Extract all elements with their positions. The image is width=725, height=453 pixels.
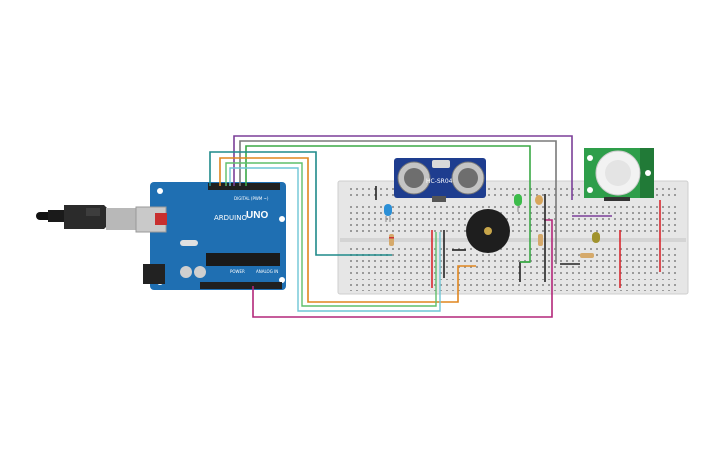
led-green[interactable] xyxy=(514,194,522,212)
led-yellow[interactable] xyxy=(592,232,600,243)
ultrasonic-model: HC-SR04 xyxy=(426,178,453,185)
wire-lightblue xyxy=(229,167,441,312)
arduino-digital-label: DIGITAL (PWM ~) xyxy=(234,196,269,201)
breadboard xyxy=(337,180,689,295)
arduino-analog-label: ANALOG IN xyxy=(256,269,278,274)
wire-lightgreen xyxy=(225,162,437,307)
arduino-brand: ARDUINO xyxy=(214,214,247,222)
arduino-uno-board[interactable]: ARDUINO UNO DIGITAL (PWM ~) POWER ANALOG… xyxy=(135,182,286,290)
pir-sensor[interactable] xyxy=(584,148,654,201)
arduino-model: UNO xyxy=(246,210,268,221)
resistor-2[interactable] xyxy=(538,234,543,246)
board-jumpers xyxy=(375,186,661,288)
wire-teal xyxy=(209,151,392,256)
ultrasonic-sensor[interactable]: HC-SR04 xyxy=(394,158,486,202)
resistor-icon[interactable] xyxy=(389,234,394,246)
wire-orange xyxy=(219,157,476,303)
resistor-3[interactable] xyxy=(580,253,594,258)
buzzer-icon[interactable] xyxy=(466,209,510,253)
photoresistor-icon[interactable] xyxy=(535,195,543,205)
arduino-power-label: POWER xyxy=(230,269,245,274)
wire-magenta xyxy=(252,219,553,318)
wire-purple xyxy=(233,135,573,200)
reset-button[interactable] xyxy=(155,213,167,225)
led-icon[interactable] xyxy=(384,204,392,222)
